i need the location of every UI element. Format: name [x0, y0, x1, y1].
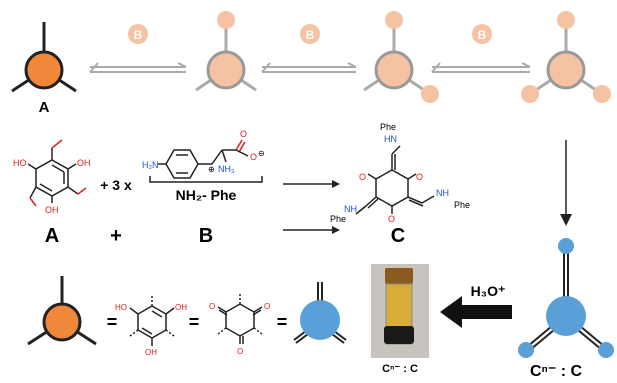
equilibrium-arrow-3 — [431, 62, 531, 73]
label-ho: HO — [115, 303, 127, 312]
molecule-b — [158, 139, 249, 179]
down-arrow — [560, 140, 572, 226]
label-minus-charge: ⊖ — [258, 149, 265, 158]
svg-text:B: B — [306, 28, 315, 42]
molecule-c — [355, 145, 435, 215]
label-a-mid: A — [45, 225, 59, 247]
hydrolysis-arrow — [440, 296, 512, 328]
gel-vial-photo — [371, 264, 429, 358]
reagent-b-bubble: B — [300, 24, 320, 44]
equals-sign: = — [277, 312, 288, 332]
reagent-b-bubble: B — [472, 24, 492, 44]
label-b-mid: B — [199, 225, 213, 247]
reaction-arrow — [283, 226, 340, 234]
label-oh: OH — [77, 158, 91, 168]
equals-sign: = — [189, 312, 200, 332]
label-phe: Phe — [454, 200, 470, 210]
label-o: O — [416, 172, 423, 182]
label-o: O — [209, 302, 215, 311]
bracket — [149, 176, 263, 183]
label-nh: NH — [344, 204, 357, 214]
label-a-top: A — [39, 99, 50, 116]
svg-text:B: B — [478, 28, 487, 42]
reagent-b-bubble: B — [128, 24, 148, 44]
label-cn-c-small: Cⁿ⁻ : C — [382, 363, 418, 375]
label-o: O — [264, 302, 270, 311]
label-nh3: NH₃ — [218, 164, 235, 174]
label-o: O — [237, 347, 243, 356]
equilibrium-arrow-2 — [261, 62, 357, 73]
svg-text:B: B — [134, 28, 143, 42]
intermediate-3-icon — [521, 11, 611, 103]
label-oh: OH — [145, 348, 157, 357]
label-o: O — [359, 172, 366, 182]
label-c-mid: C — [391, 225, 405, 247]
core-a-icon — [27, 276, 97, 346]
cn-core-node — [598, 342, 614, 358]
label-oh: OH — [175, 303, 187, 312]
equals-sign: = — [107, 312, 118, 332]
phloroglucinol-core — [129, 296, 175, 346]
label-h3o: H₃O⁺ — [471, 283, 506, 299]
label-o: O — [250, 152, 257, 162]
label-h2n: H₂N — [142, 160, 159, 170]
label-nh2-phe: NH₂- Phe — [176, 187, 237, 203]
reaction-arrow — [283, 180, 340, 188]
core-a-icon — [11, 22, 77, 93]
equilibrium-arrow-1 — [89, 62, 187, 73]
cn-core-node — [518, 342, 534, 358]
label-plus-charge: ⊕ — [208, 165, 215, 174]
intermediate-2-icon — [363, 11, 439, 103]
label-hn: HN — [384, 134, 397, 144]
label-o: O — [240, 129, 247, 139]
triketone-core — [217, 294, 263, 344]
label-plus-3x: + 3 x — [100, 177, 132, 193]
label-cn-c: Cⁿ⁻ : C — [530, 363, 583, 380]
label-phe: Phe — [330, 214, 346, 224]
label-nh: NH — [436, 188, 449, 198]
blue-core-circle — [300, 300, 340, 340]
intermediate-1-icon — [195, 11, 257, 92]
label-plus: + — [110, 225, 122, 247]
cn-core-node — [558, 238, 574, 254]
cn-core-circle — [546, 296, 586, 336]
molecule-a — [27, 139, 87, 207]
label-phe: Phe — [380, 122, 396, 132]
label-oh: OH — [45, 205, 59, 215]
label-ho: HO — [13, 158, 27, 168]
label-o: O — [388, 214, 395, 224]
